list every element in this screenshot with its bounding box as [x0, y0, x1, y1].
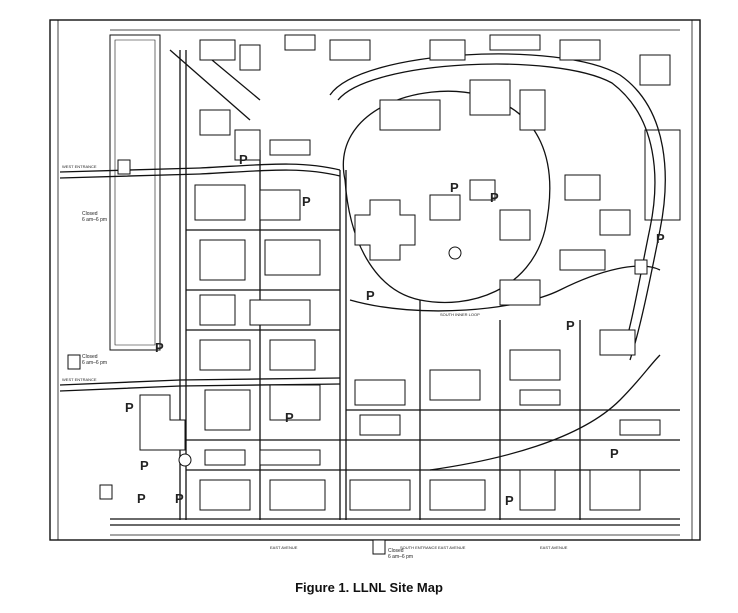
parking-marker: P — [366, 288, 375, 303]
parking-marker: P — [302, 194, 311, 209]
parking-marker: P — [490, 190, 499, 205]
parking-marker: P — [175, 491, 184, 506]
parking-marker: P — [566, 318, 575, 333]
entrance-note-bottom: 6 am–6 pm — [388, 554, 413, 560]
entrance-note-top: Closed — [82, 211, 98, 217]
entrance-note-top: Closed — [82, 354, 98, 360]
gate-label: WEST ENTRANCE — [62, 377, 97, 382]
parking-marker: P — [450, 180, 459, 195]
parking-marker: P — [656, 231, 665, 246]
west-open-area — [109, 34, 161, 351]
parking-marker: P — [125, 400, 134, 415]
parking-marker: P — [285, 410, 294, 425]
east-open-area — [644, 129, 681, 221]
parking-marker: P — [239, 152, 248, 167]
parking-marker: P — [610, 446, 619, 461]
parking-marker: P — [137, 491, 146, 506]
street-label: EAST AVENUE — [270, 545, 298, 550]
parking-marker: P — [505, 493, 514, 508]
street-label: EAST AVENUE — [438, 545, 466, 550]
figure-caption: Figure 1. LLNL Site Map — [295, 580, 443, 595]
entrance-markers — [67, 159, 648, 555]
gate-label: SOUTH ENTRANCE — [400, 545, 437, 550]
parking-marker: P — [155, 340, 164, 355]
entrance-note-bottom: 6 am–6 pm — [82, 217, 107, 223]
site-map: P P P P P P P P P P P P P P P EAST AVENU… — [49, 19, 701, 560]
street-label: SOUTH INNER LOOP — [440, 312, 480, 317]
buildings — [139, 34, 671, 511]
roads — [59, 49, 680, 526]
parking-marker: P — [140, 458, 149, 473]
entrance-note-bottom: 6 am–6 pm — [82, 360, 107, 366]
street-label: EAST AVENUE — [540, 545, 568, 550]
entrance-note-top: Closed — [388, 548, 404, 554]
street-labels: EAST AVENUE EAST AVENUE EAST AVENUE SOUT… — [62, 164, 568, 550]
parking-markers: P P P P P P P P P P P P P P P — [125, 152, 665, 508]
gate-label: WEST ENTRANCE — [62, 164, 97, 169]
entrance-notes: Closed 6 am–6 pm Closed 6 am–6 pm Closed… — [82, 211, 413, 560]
